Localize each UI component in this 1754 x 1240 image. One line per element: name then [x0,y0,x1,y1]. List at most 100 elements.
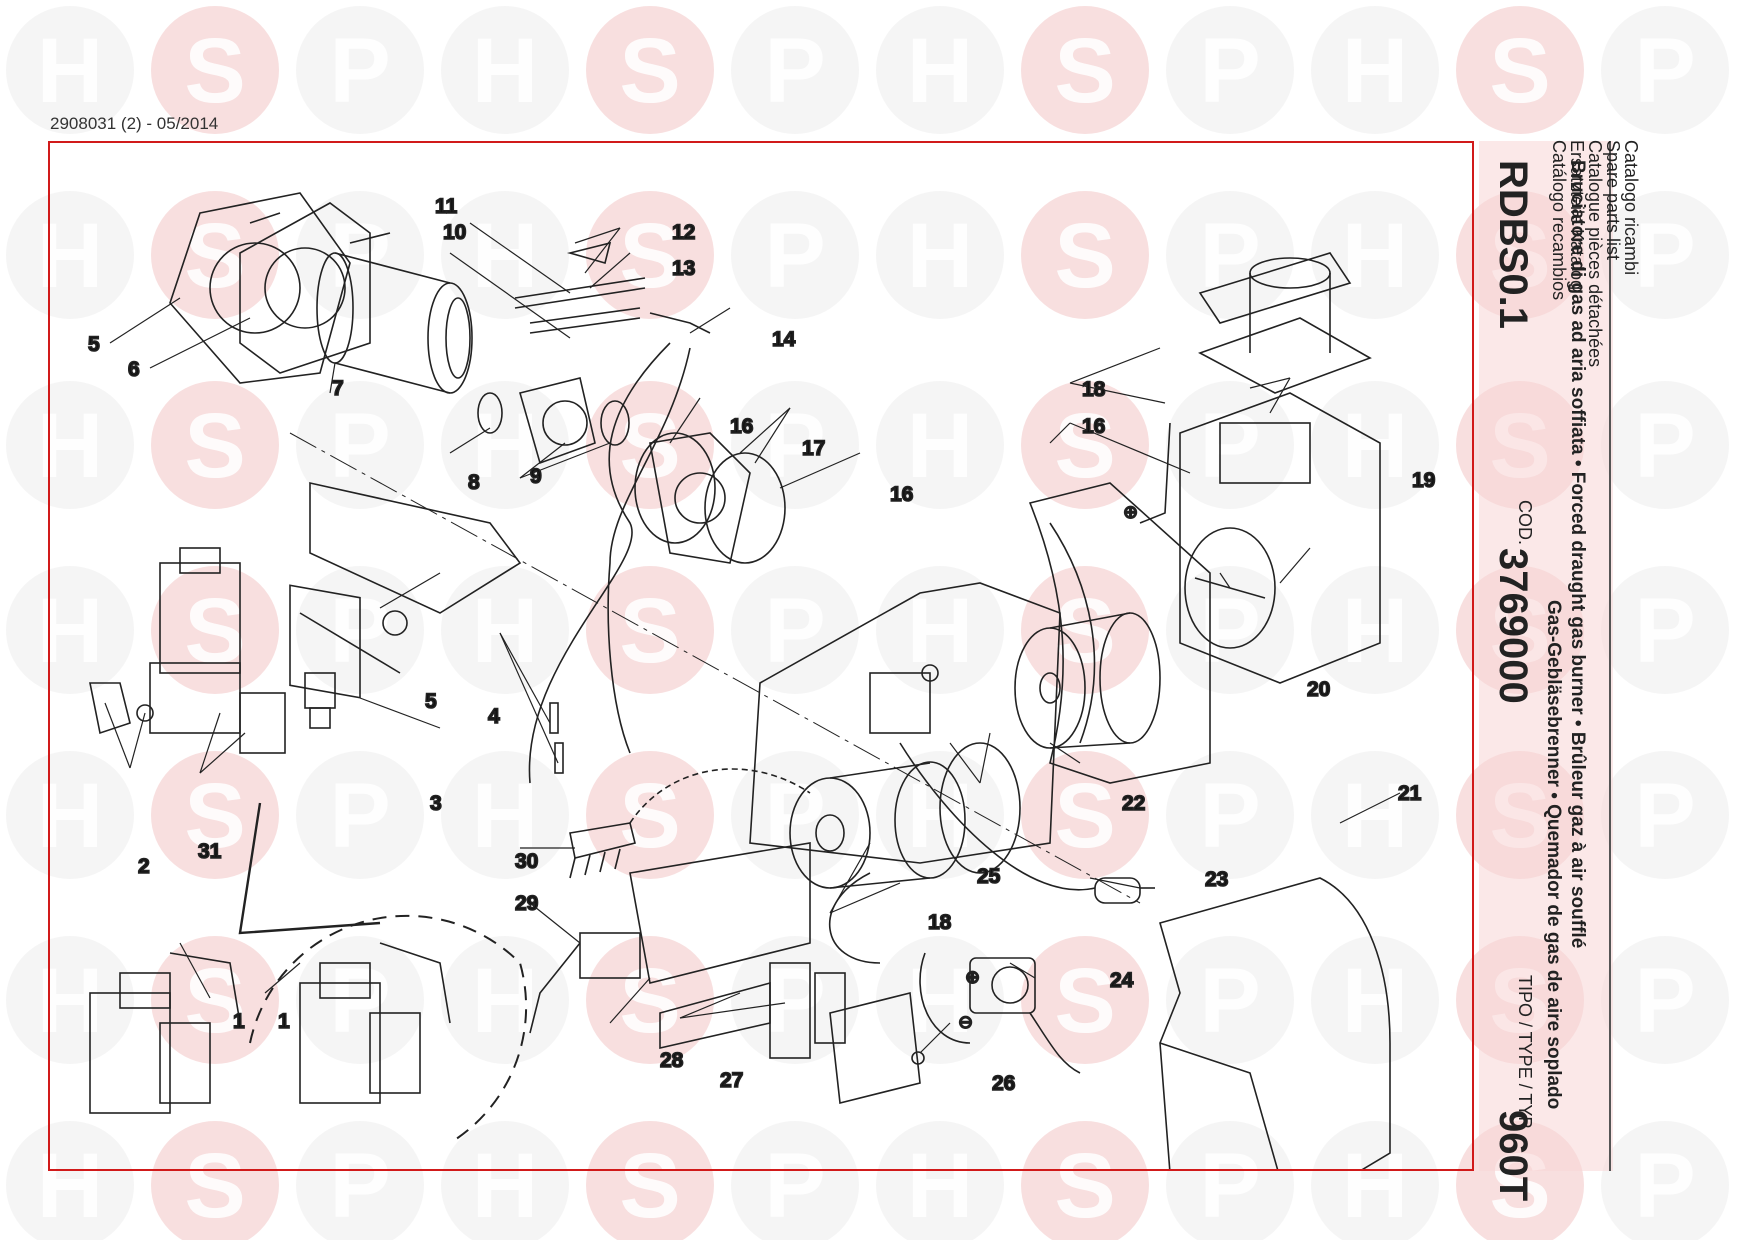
stator-disc-part [634,432,786,564]
watermark-tile: P [296,1121,424,1240]
watermark-tile: H [441,6,569,134]
svg-text:P: P [764,20,825,122]
svg-text:P: P [1634,205,1695,307]
svg-text:P: P [1634,395,1695,497]
model-name: RDBS0.1 [1491,160,1535,329]
svg-text:H: H [1342,205,1408,307]
watermark-tile: H [441,1121,569,1240]
svg-text:S: S [619,580,680,682]
svg-text:S: S [1054,1135,1115,1237]
watermark-tile: H [876,936,1004,1064]
svg-text:S: S [619,765,680,867]
watermark-tile: P [1601,191,1729,319]
callout-2: 2 [138,855,150,878]
assembly-axis [289,432,1141,904]
watermark-tile: P [1166,936,1294,1064]
watermark-tile: S [1021,936,1149,1064]
cover-part [1159,877,1391,1169]
watermark-tile: H [6,936,134,1064]
callout-16-a: 16 [730,415,753,438]
svg-text:P: P [764,395,825,497]
watermark-tile: S [151,381,279,509]
watermark-tile: P [1166,381,1294,509]
callout-18-bottom: 18 [928,911,952,934]
title-block [1479,141,1613,1171]
svg-text:S: S [1489,20,1550,122]
watermark-tile: P [1601,6,1729,134]
watermark-tile: H [441,936,569,1064]
watermark-tile: S [1021,6,1149,134]
catalog-label-es: Catálogo recambios [1549,140,1569,301]
svg-text:S: S [184,20,245,122]
document-reference: 2908031 (2) - 05/2014 [50,114,219,133]
callout-30: 30 [515,850,538,873]
svg-text:S: S [184,395,245,497]
svg-text:H: H [907,395,973,497]
watermark-tile: H [441,751,569,879]
svg-text:H: H [1342,20,1408,122]
watermark-tile: H [6,751,134,879]
exploded-parts-drawing: ⊕ ⊖ ⊕ [87,192,1436,1169]
callout-10: 9 [530,465,542,488]
photocell-part [1094,877,1155,904]
terminal-block-part [769,962,846,1059]
watermark-tile: P [296,191,424,319]
detail-leader [238,802,381,935]
svg-text:P: P [764,205,825,307]
svg-text:P: P [329,765,390,867]
callout-16-b: 16 [890,483,913,506]
svg-text:P: P [1199,20,1260,122]
watermark-tile: P [1166,6,1294,134]
svg-text:P: P [764,1135,825,1237]
svg-text:S: S [1054,950,1115,1052]
svg-text:P: P [1634,1135,1695,1237]
watermark-tile: S [151,6,279,134]
callout-14: 13 [672,257,695,280]
watermark-tile: S [1021,381,1149,509]
detail-circle [249,914,528,1144]
minus-sign: ⊖ [958,1012,973,1032]
gas-valve-part [89,547,241,735]
watermark-tile: S [586,936,714,1064]
callout-26: 26 [992,1072,1015,1095]
callout-3: 3 [430,792,442,815]
watermark-tile: H [876,191,1004,319]
callout-16-c: 16 [1082,415,1105,438]
watermark-tile: S [586,1121,714,1240]
diffuser-part [477,377,630,465]
watermark-tile: H [1311,381,1439,509]
callout-29: 29 [515,892,538,915]
leader-lines [104,222,1401,1054]
watermark-tile: P [1601,1121,1729,1240]
callout-28: 28 [660,1049,684,1072]
svg-text:H: H [37,1135,103,1237]
svg-text:H: H [907,1135,973,1237]
svg-text:H: H [472,950,538,1052]
svg-text:S: S [1054,20,1115,122]
cable-18 [829,872,881,964]
photocell-cable [899,742,1096,891]
svg-text:H: H [907,205,973,307]
pressure-switch-part [919,952,1081,1074]
watermark-tile: P [1166,1121,1294,1240]
svg-text:H: H [472,1135,538,1237]
callout-7: 6 [128,358,140,381]
gas-valve-detail-left [89,952,241,1114]
svg-text:S: S [619,1135,680,1237]
svg-text:H: H [472,765,538,867]
catalog-label-fr: Catalogue pièces détachées [1585,140,1605,368]
callout-1-left: 1 [233,1010,245,1033]
svg-text:P: P [329,1135,390,1237]
svg-text:S: S [184,580,245,682]
callout-9: 8 [468,471,480,494]
product-code: 3769000 [1491,548,1535,704]
callout-18-top: 18 [1082,378,1106,401]
svg-text:H: H [37,950,103,1052]
catalog-label-en: Spare parts list [1603,140,1623,261]
callout-24: 24 [1110,969,1134,992]
watermark-tile: P [296,936,424,1064]
valve-coil-part [239,672,336,754]
electrode-assembly-part [514,241,711,334]
watermark-tile: H [6,6,134,134]
